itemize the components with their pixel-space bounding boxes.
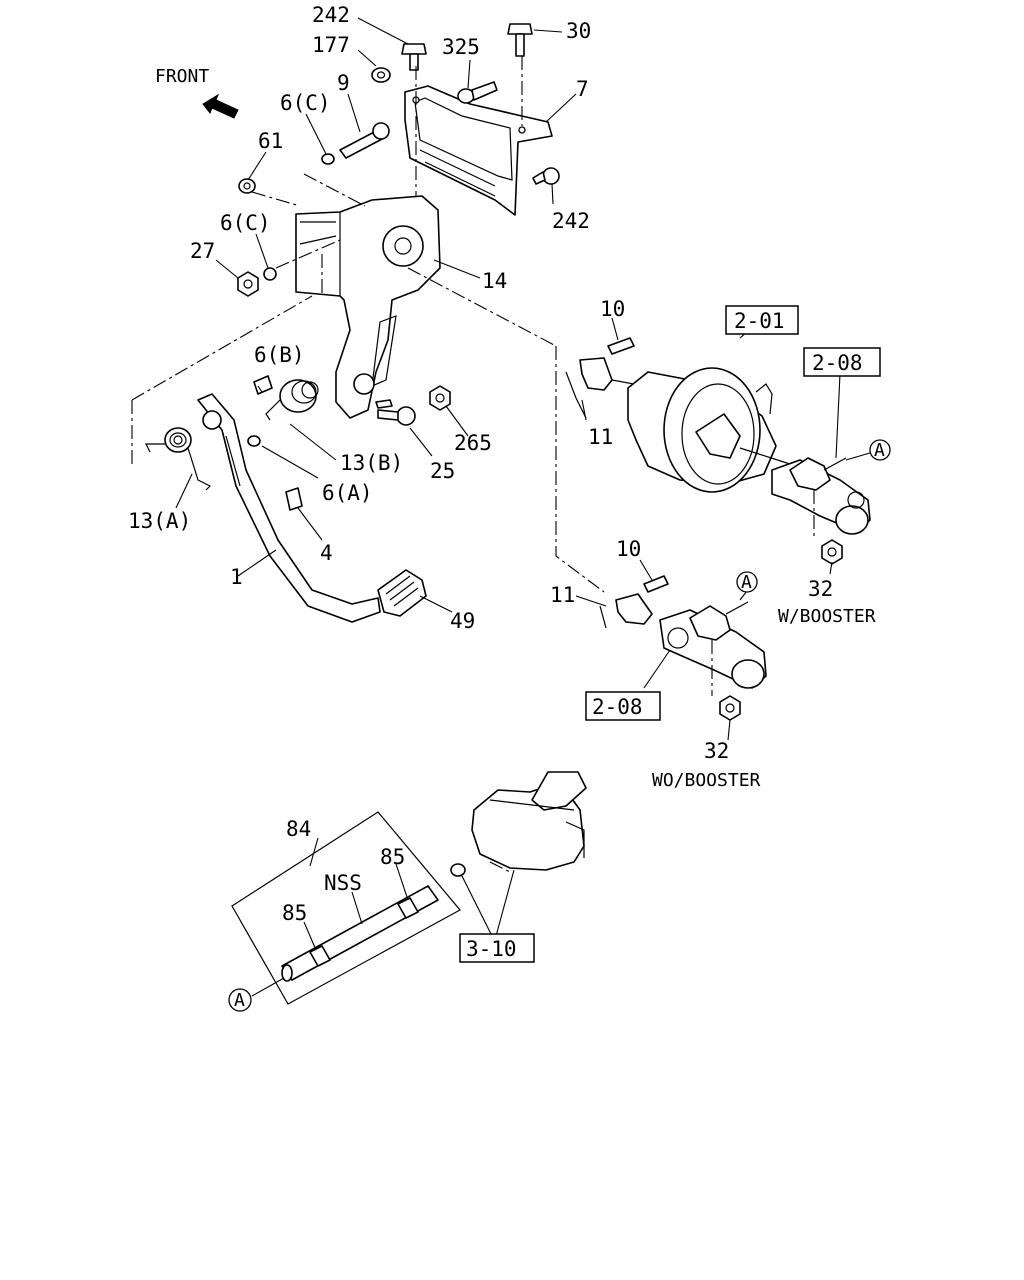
return-spring-13a: [145, 427, 212, 491]
callout-nss: NSS: [324, 871, 362, 895]
callout-85-right: 85: [380, 845, 405, 869]
nut-177: [371, 67, 391, 83]
svg-text:A: A: [741, 572, 752, 593]
bolt-30: [507, 23, 533, 57]
note-without-booster: WO/BOOSTER: [652, 770, 761, 791]
callout-61: 61: [258, 129, 283, 153]
clutch-pedal-arm-1: [197, 393, 381, 623]
bushing-6c-middle: [263, 267, 277, 281]
callout-14: 14: [482, 269, 507, 293]
svg-text:2-08: 2-08: [812, 351, 863, 375]
callout-85-left: 85: [282, 901, 307, 925]
callout-84: 84: [286, 817, 311, 841]
fluid-reservoir-3-10: [471, 771, 587, 871]
callout-177: 177: [312, 33, 350, 57]
callout-11-upper: 11: [588, 425, 613, 449]
callout-1: 1: [230, 565, 243, 589]
front-arrow-icon: [202, 93, 239, 119]
callout-7: 7: [576, 77, 589, 101]
svg-text:2-08: 2-08: [592, 695, 643, 719]
assist-spring-13b: [265, 379, 319, 421]
pedal-bracket-14: [295, 195, 441, 419]
pedal-pad-49: [377, 569, 427, 617]
washer-61: [238, 178, 256, 194]
callout-6c-middle: 6(C): [220, 211, 271, 235]
note-with-booster: W/BOOSTER: [778, 606, 876, 627]
svg-text:A: A: [234, 990, 245, 1011]
callout-30: 30: [566, 19, 591, 43]
bushing-6c-top: [321, 153, 335, 165]
master-cylinder-with-booster-2-08: [771, 457, 871, 535]
bolt-242-right: [532, 167, 560, 185]
callout-6a: 6(A): [322, 481, 373, 505]
callout-27: 27: [190, 239, 215, 263]
callout-11-lower: 11: [550, 583, 575, 607]
nut-27: [237, 271, 259, 297]
svg-text:A: A: [874, 440, 885, 461]
callout-4: 4: [320, 541, 333, 565]
boxed-ref-2-01: 2-01: [725, 305, 799, 335]
bushing-6a: [247, 435, 261, 447]
bolt-325: [457, 81, 498, 104]
assembly-reference-lines: [131, 56, 815, 873]
master-cylinder-without-booster-2-08: [659, 601, 767, 689]
circle-ref-a-hose: A: [228, 988, 252, 1012]
nut-265: [429, 385, 451, 411]
pivot-bolt-9: [339, 122, 390, 159]
nut-32-upper: [821, 539, 843, 565]
brake-booster-2-01: [627, 367, 791, 493]
circle-ref-a-booster: A: [869, 439, 891, 461]
boxed-ref-2-08-upper: 2-08: [803, 347, 881, 377]
clevis-10-upper: [607, 337, 635, 355]
callout-10-lower: 10: [616, 537, 641, 561]
clevis-yoke-lower: [615, 593, 653, 625]
callout-13b: 13(B): [340, 451, 403, 475]
nut-32-lower: [719, 695, 741, 721]
clevis-bolt-25: [375, 399, 416, 426]
stopper-4: [285, 487, 303, 511]
clip-11-lower: [599, 605, 607, 629]
bushing-6b: [253, 375, 273, 395]
callout-325: 325: [442, 35, 480, 59]
callout-49: 49: [450, 609, 475, 633]
boxed-ref-3-10: 3-10: [459, 933, 535, 963]
callout-242-top: 242: [312, 3, 350, 27]
callout-32-upper: 32: [808, 577, 833, 601]
clamp-3-10: [450, 863, 466, 877]
callout-9: 9: [337, 71, 350, 95]
hose-kit-84: [231, 811, 461, 1005]
callout-10-upper: 10: [600, 297, 625, 321]
callout-265: 265: [454, 431, 492, 455]
clevis-10-lower: [643, 575, 669, 593]
svg-text:3-10: 3-10: [466, 937, 517, 961]
callout-32-lower: 32: [704, 739, 729, 763]
hose-clamp-85-left: [309, 945, 331, 967]
svg-text:2-01: 2-01: [734, 309, 785, 333]
callout-13a: 13(A): [128, 509, 191, 533]
callout-25: 25: [430, 459, 455, 483]
callout-242-right: 242: [552, 209, 590, 233]
front-label: FRONT: [155, 66, 209, 87]
callout-6b: 6(B): [254, 343, 305, 367]
bolt-242-top: [401, 43, 427, 71]
circle-ref-a-master: A: [736, 571, 758, 593]
callout-6c-top: 6(C): [280, 91, 331, 115]
hose-clamp-85-right: [397, 897, 419, 919]
upper-bracket-7: [404, 85, 553, 216]
clip-11-upper: [565, 371, 587, 419]
boxed-ref-2-08-lower: 2-08: [585, 691, 661, 721]
